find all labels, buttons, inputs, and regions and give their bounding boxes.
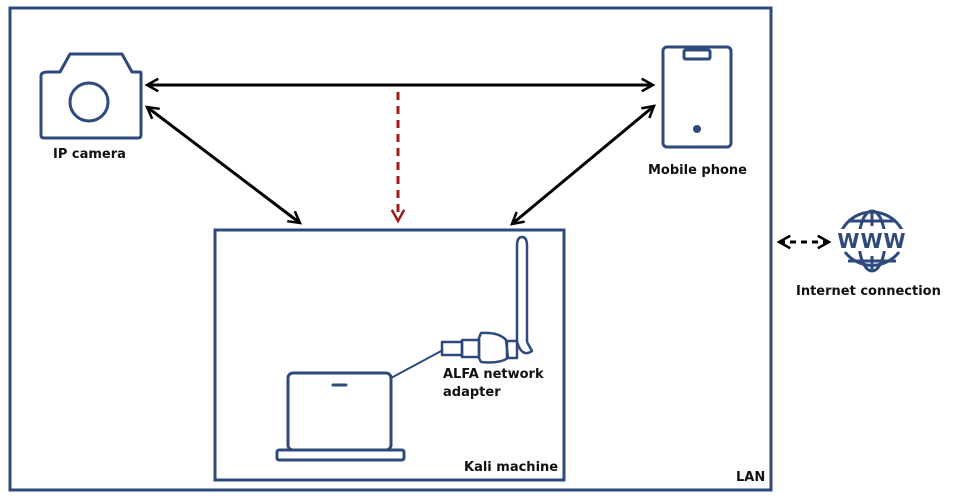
- internet-label: Internet connection: [796, 284, 941, 299]
- phone-label: Mobile phone: [648, 163, 747, 178]
- antenna-adapter-icon: [440, 235, 534, 364]
- lan-label: LAN: [736, 470, 766, 485]
- laptop-icon: [275, 371, 406, 462]
- kali-machine-box: [213, 228, 566, 482]
- camera-icon: [39, 52, 143, 140]
- arrow-camera-kali: [147, 107, 300, 223]
- usb-cable: [390, 349, 444, 379]
- www-label: WWW: [837, 229, 906, 253]
- adapter-label-line2: adapter: [443, 385, 501, 400]
- mobile-phone-icon: [661, 45, 733, 149]
- arrow-phone-kali: [512, 106, 654, 224]
- camera-label: IP camera: [53, 147, 126, 162]
- kali-label: Kali machine: [464, 460, 559, 475]
- lan-boundary: [8, 6, 773, 492]
- adapter-label-line1: ALFA network: [443, 367, 544, 382]
